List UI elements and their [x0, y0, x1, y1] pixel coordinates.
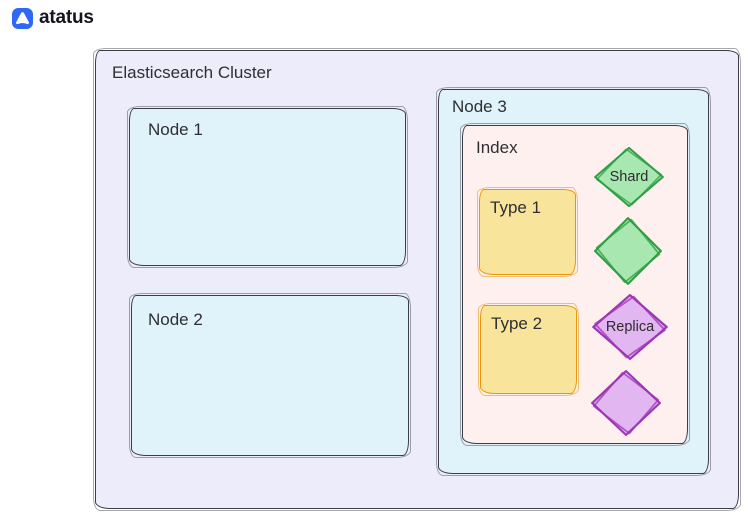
- atatus-logo-text: atatus: [39, 7, 94, 28]
- atatus-logo-icon: [12, 7, 33, 29]
- node-1-box: Node 1: [127, 106, 408, 268]
- index-label: Index: [476, 138, 518, 157]
- type-1-label: Type 1: [490, 198, 542, 217]
- replica-diamond: Replica: [591, 293, 669, 361]
- node-2-label: Node 2: [148, 310, 203, 329]
- cluster-label: Elasticsearch Cluster: [112, 63, 272, 82]
- replica-label: Replica: [605, 319, 655, 335]
- type-2-box: Type 2: [478, 303, 579, 396]
- index-box: Index Type 1 Type 2 Shard: [460, 123, 690, 446]
- node-3-label: Node 3: [452, 97, 507, 116]
- shard-label: Shard: [609, 169, 649, 185]
- atatus-logo[interactable]: atatus: [12, 7, 94, 29]
- shard-diamond-empty: [593, 216, 663, 286]
- shard-diamond: Shard: [593, 146, 665, 208]
- type-2-label: Type 2: [491, 314, 543, 333]
- type-1-box: Type 1: [477, 187, 578, 277]
- replica-diamond-empty: [590, 369, 662, 437]
- node-1-label: Node 1: [148, 120, 203, 139]
- node-2-box: Node 2: [129, 293, 411, 458]
- elasticsearch-cluster-box: Elasticsearch Cluster Node 1 Node 2 Node…: [93, 48, 741, 511]
- node-3-box: Node 3 Index Type 1 Type 2 Shard: [436, 87, 711, 476]
